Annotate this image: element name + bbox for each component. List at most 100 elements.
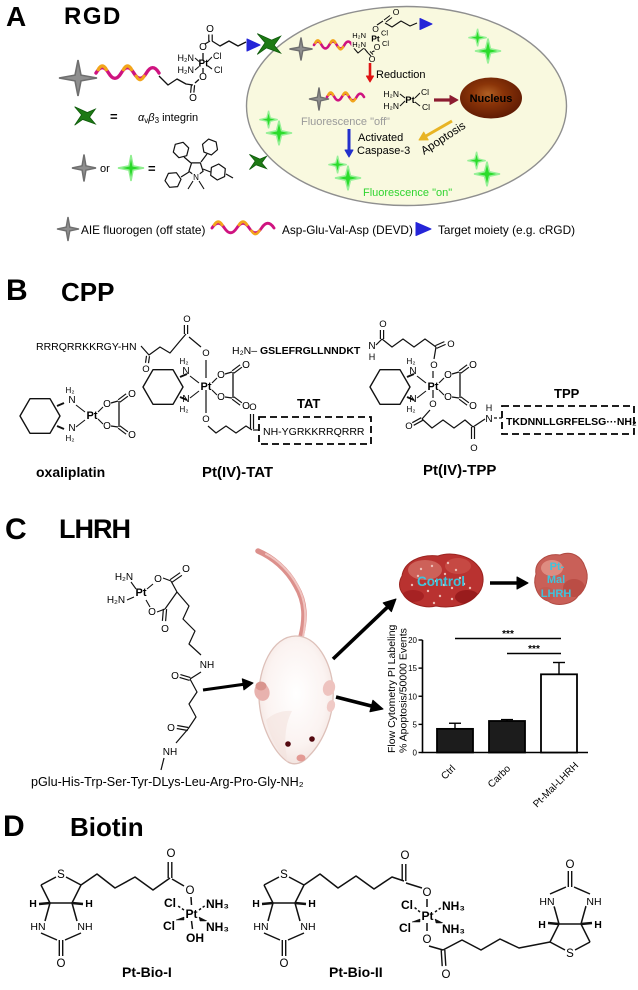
svg-text:O: O xyxy=(566,859,575,871)
svg-text:S: S xyxy=(280,869,288,881)
svg-text:O: O xyxy=(189,93,197,104)
svg-text:5: 5 xyxy=(413,720,418,729)
svg-text:C: C xyxy=(5,513,27,546)
svg-text:O: O xyxy=(161,624,169,635)
svg-text:HN: HN xyxy=(253,921,268,933)
svg-text:TKDNNLLGRFELSG···NH₂: TKDNNLLGRFELSG···NH₂ xyxy=(506,416,637,428)
svg-text:S: S xyxy=(566,948,574,960)
svg-text:O: O xyxy=(199,42,207,53)
svg-text:Cl: Cl xyxy=(401,898,413,912)
svg-text:Fluorescence "off": Fluorescence "off" xyxy=(301,116,390,128)
svg-text:A: A xyxy=(6,1,26,32)
svg-text:Pt: Pt xyxy=(422,909,434,923)
svg-text:Flow Cytometry PI Labeling: Flow Cytometry PI Labeling xyxy=(386,624,398,753)
svg-text:NH-YGRKKRRQRRR: NH-YGRKKRRQRRR xyxy=(263,426,365,438)
svg-text:O: O xyxy=(217,392,225,403)
svg-text:NH₃: NH₃ xyxy=(442,899,465,913)
svg-text:CPP: CPP xyxy=(61,277,114,307)
svg-text:TAT: TAT xyxy=(297,396,320,411)
svg-text:O: O xyxy=(444,392,452,403)
svg-text:O: O xyxy=(171,671,179,682)
svg-text:H₂N: H₂N xyxy=(178,53,195,63)
svg-text:O: O xyxy=(280,958,289,970)
svg-text:O: O xyxy=(154,574,162,585)
svg-text:N: N xyxy=(485,414,492,425)
svg-text:O: O xyxy=(430,360,437,371)
svg-text:HN: HN xyxy=(30,921,45,933)
svg-text:O: O xyxy=(167,723,175,734)
svg-text:N: N xyxy=(68,395,75,406)
svg-text:H₂: H₂ xyxy=(180,405,189,414)
svg-text:O: O xyxy=(374,42,381,52)
svg-text:H₂: H₂ xyxy=(180,357,189,366)
svg-text:H₂N: H₂N xyxy=(107,595,125,606)
svg-text:Pt: Pt xyxy=(201,381,212,393)
svg-text:O: O xyxy=(182,564,190,575)
svg-text:NH: NH xyxy=(586,896,601,908)
svg-text:oxaliplatin: oxaliplatin xyxy=(36,464,105,480)
svg-text:O: O xyxy=(447,339,454,350)
svg-text:LHRH: LHRH xyxy=(59,514,130,544)
svg-text:O: O xyxy=(423,887,432,899)
svg-text:***: *** xyxy=(502,629,514,640)
svg-text:H₂N: H₂N xyxy=(383,101,399,111)
svg-text:H₂N: H₂N xyxy=(383,89,399,99)
svg-text:N: N xyxy=(409,366,416,377)
svg-text:Pt-Bio-II: Pt-Bio-II xyxy=(329,964,383,980)
svg-text:TPP: TPP xyxy=(554,386,580,401)
svg-text:Cl: Cl xyxy=(399,921,411,935)
svg-text:Fluorescence "on": Fluorescence "on" xyxy=(363,187,452,199)
svg-text:Cl: Cl xyxy=(213,51,222,61)
svg-text:Cl: Cl xyxy=(421,87,429,97)
svg-text:O: O xyxy=(167,848,176,860)
svg-text:pGlu-His-Trp-Ser-Tyr-DLys-Leu-: pGlu-His-Trp-Ser-Tyr-DLys-Leu-Arg-Pro-Gl… xyxy=(31,775,304,789)
svg-text:O: O xyxy=(423,934,432,946)
svg-text:O: O xyxy=(469,401,477,412)
svg-text:O: O xyxy=(429,399,436,410)
svg-text:NH: NH xyxy=(163,747,177,758)
svg-text:H₂N: H₂N xyxy=(352,40,366,49)
svg-text:NH₃: NH₃ xyxy=(442,922,465,936)
svg-text:O: O xyxy=(469,360,477,371)
svg-text:Caspase-3: Caspase-3 xyxy=(357,145,410,157)
svg-text:O: O xyxy=(405,421,412,432)
svg-text:H: H xyxy=(85,898,93,910)
svg-text:Pt-Bio-I: Pt-Bio-I xyxy=(122,964,172,980)
svg-text:RRRQRRKKRGY-HN: RRRQRRKKRGY-HN xyxy=(36,341,137,353)
svg-text:Cl: Cl xyxy=(164,896,176,910)
svg-text:O: O xyxy=(401,850,410,862)
svg-text:N: N xyxy=(193,173,199,182)
svg-text:H: H xyxy=(29,898,37,910)
svg-text:O: O xyxy=(103,421,111,432)
svg-text:O: O xyxy=(242,360,250,371)
svg-text:O: O xyxy=(442,969,451,981)
svg-text:O: O xyxy=(202,348,209,359)
svg-text:NH₃: NH₃ xyxy=(206,897,229,911)
svg-text:Nucleus: Nucleus xyxy=(470,93,513,105)
svg-text:Pt: Pt xyxy=(199,59,210,70)
svg-text:Pt(IV)-TPP: Pt(IV)-TPP xyxy=(423,462,496,479)
svg-text:H: H xyxy=(486,403,493,413)
svg-text:O: O xyxy=(148,607,156,618)
svg-text:Control: Control xyxy=(417,574,465,589)
svg-text:O: O xyxy=(57,958,66,970)
svg-text:Pt-: Pt- xyxy=(550,561,565,573)
svg-text:H₂N: H₂N xyxy=(352,31,366,40)
svg-text:RGD: RGD xyxy=(64,3,122,30)
svg-text:O: O xyxy=(202,414,209,425)
svg-text:HN: HN xyxy=(539,896,554,908)
svg-text:N: N xyxy=(182,366,189,377)
svg-text:N: N xyxy=(368,341,375,352)
svg-text:10: 10 xyxy=(408,692,417,701)
svg-text:O: O xyxy=(242,401,250,412)
svg-text:Pt: Pt xyxy=(428,381,439,393)
svg-text:Pt: Pt xyxy=(186,907,198,921)
svg-text:or: or xyxy=(100,163,110,175)
svg-text:NH: NH xyxy=(200,660,214,671)
svg-text:O: O xyxy=(217,370,225,381)
svg-text:Pt: Pt xyxy=(371,34,380,44)
svg-text:***: *** xyxy=(528,644,540,655)
svg-text:Pt(IV)-TAT: Pt(IV)-TAT xyxy=(202,464,273,481)
svg-text:O: O xyxy=(183,314,190,325)
svg-text:H₂: H₂ xyxy=(66,386,75,395)
